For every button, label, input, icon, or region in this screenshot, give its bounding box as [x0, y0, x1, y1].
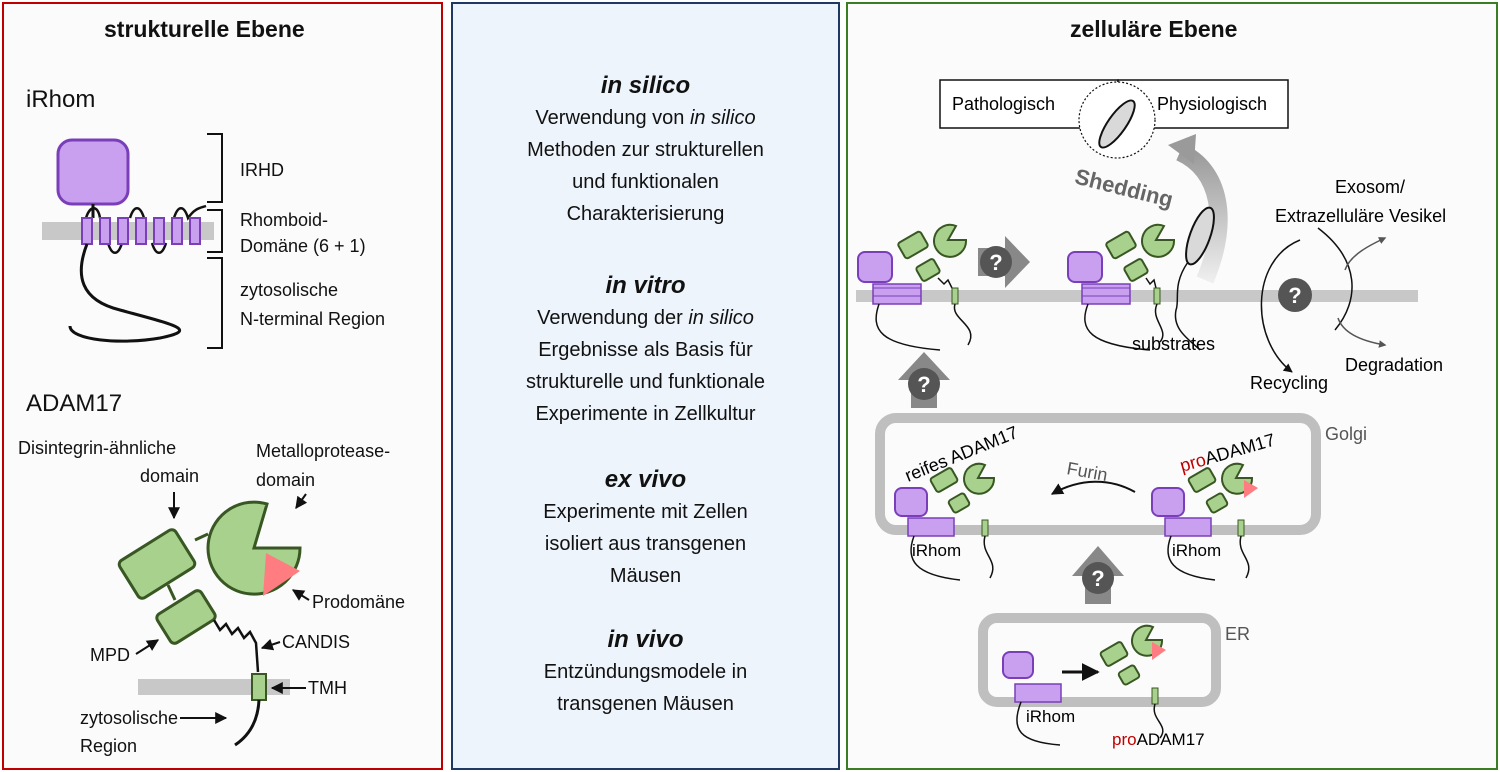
er-label: ER: [1225, 624, 1250, 644]
methods-panel: [451, 2, 840, 770]
rhomboid-helices: [81, 217, 201, 245]
prodomain-label: Prodomäne: [312, 592, 406, 612]
question-mark: ?: [989, 250, 1002, 275]
er-proadam17: [1099, 624, 1166, 739]
golgi-pro-complex: [1151, 462, 1258, 581]
recycling-label: Recycling: [1250, 373, 1328, 393]
ex-vivo-line1: Experimente mit Zellen: [543, 501, 748, 523]
exosome-label-line2: Extrazelluläre Vesikel: [1275, 206, 1446, 226]
ex-vivo-heading: ex vivo: [604, 466, 687, 493]
cellular-level-panel: [846, 2, 1498, 770]
irhom-adam17-complex-2: [1067, 223, 1176, 351]
prodomain-triangle: [263, 553, 300, 596]
adam17-cytosolic-tail: [234, 699, 261, 747]
rhomboid-label-line1: Rhomboid-: [240, 210, 329, 230]
in-vitro-heading: in vitro: [605, 272, 686, 299]
exosome-arrow: [1344, 237, 1387, 271]
plasma-membrane: [856, 290, 1418, 302]
golgi-label: Golgi: [1325, 424, 1367, 444]
mpd-domain: [155, 589, 217, 645]
question-mark: ?: [1091, 566, 1104, 591]
in-silico-line1: Verwendung von in silico: [535, 107, 756, 129]
er-proadam17-label: proADAM17: [1112, 730, 1205, 749]
irhd-label: IRHD: [240, 160, 284, 180]
adam17-cytosolic-label-line2: Region: [80, 736, 138, 756]
transport-arrow-up-lower: ?: [1072, 546, 1124, 604]
irhom-cytosolic-label-line1: zytosolische: [240, 280, 339, 300]
golgi-irhom-label-left: iRhom: [912, 541, 961, 560]
in-silico-line4: Charakterisierung: [566, 203, 725, 225]
question-mark: ?: [917, 372, 930, 397]
in-vivo-section: in vivo Entzündungsmodele in transgenen …: [453, 624, 838, 720]
in-vitro-line1: Verwendung der in silico: [537, 307, 754, 329]
mpd-label: MPD: [90, 645, 130, 665]
disintegrin-domain: [117, 528, 197, 600]
in-vitro-line3: strukturelle und funktionale: [525, 371, 766, 393]
degradation-label: Degradation: [1345, 355, 1443, 375]
exosome-label-line1: Exosom/: [1335, 177, 1405, 197]
er-irhom-label: iRhom: [1026, 707, 1075, 726]
substrate: [1185, 206, 1215, 266]
ex-vivo-line2: isoliert aus transgenen: [544, 533, 747, 555]
golgi-compartment: [875, 413, 1321, 535]
candis-label: CANDIS: [282, 632, 351, 652]
in-vitro-section: in vitro Verwendung der in silico Ergebn…: [453, 270, 838, 430]
golgi-mature-complex: [894, 462, 996, 581]
candis-linker: [212, 619, 260, 673]
mature-adam17-label: reifes ADAM17: [902, 422, 1021, 486]
furin-arrow: [1050, 480, 1136, 495]
adam17-cytosolic-label-line1: zytosolische: [80, 708, 179, 728]
fate-loop-right: [1317, 227, 1353, 331]
golgi-irhom-label-right: iRhom: [1172, 541, 1221, 560]
cellular-level-title: zelluläre Ebene: [1070, 16, 1238, 42]
recycling-arrow: [1260, 239, 1301, 373]
er-compartment: [978, 613, 1221, 707]
er-irhom: [1002, 651, 1062, 746]
transport-arrow-up-upper: ?: [898, 352, 950, 408]
shedding-label: Shedding: [1072, 164, 1175, 213]
transport-arrow-right: ?: [978, 236, 1030, 288]
irhom-cytosolic-label-line2: N-terminal Region: [240, 309, 386, 329]
disintegrin-label-line1: Disintegrin-ähnliche: [18, 438, 177, 458]
rhomboid-label-line2: Domäne (6 + 1): [240, 236, 366, 256]
ex-vivo-line3: Mäusen: [609, 565, 682, 587]
question-membrane: ?: [1278, 278, 1312, 312]
structural-level-panel: [2, 2, 443, 770]
metalloprotease-label-line1: Metalloprotease-: [256, 441, 391, 461]
in-silico-line2: Methoden zur strukturellen: [527, 139, 764, 161]
physiological-label: Physiologisch: [1157, 94, 1267, 114]
in-vitro-line4: Experimente in Zellkultur: [535, 403, 756, 425]
irhom-cytosolic-tail: [68, 243, 182, 343]
irhom-adam17-complex-1: [857, 223, 972, 351]
substrate-tail: [1174, 261, 1201, 351]
in-vivo-line1: Entzündungsmodele in: [543, 661, 748, 683]
in-silico-heading: in silico: [600, 72, 691, 99]
in-vitro-line2: Ergebnisse als Basis für: [538, 339, 753, 361]
adam17-heading: ADAM17: [26, 390, 123, 417]
ex-vivo-section: ex vivo Experimente mit Zellen isoliert …: [453, 464, 838, 592]
substrates-label: substrates: [1132, 334, 1215, 354]
disintegrin-label-line2: domain: [140, 466, 200, 486]
irhom-brackets: [207, 133, 223, 349]
metalloprotease-label-line2: domain: [256, 470, 316, 490]
in-silico-section: in silico Verwendung von in silico Metho…: [453, 70, 838, 230]
degradation-arrow: [1337, 317, 1387, 348]
in-silico-line3: und funktionalen: [572, 171, 719, 193]
pathological-label: Pathologisch: [952, 94, 1055, 114]
in-vivo-line2: transgenen Mäusen: [557, 693, 734, 715]
structural-level-title: strukturelle Ebene: [104, 16, 305, 42]
shed-substrate: [1098, 99, 1136, 149]
irhom-heading: iRhom: [26, 86, 96, 113]
tmh-label: TMH: [308, 678, 347, 698]
in-vivo-heading: in vivo: [607, 626, 684, 653]
question-mark: ?: [1288, 283, 1301, 308]
